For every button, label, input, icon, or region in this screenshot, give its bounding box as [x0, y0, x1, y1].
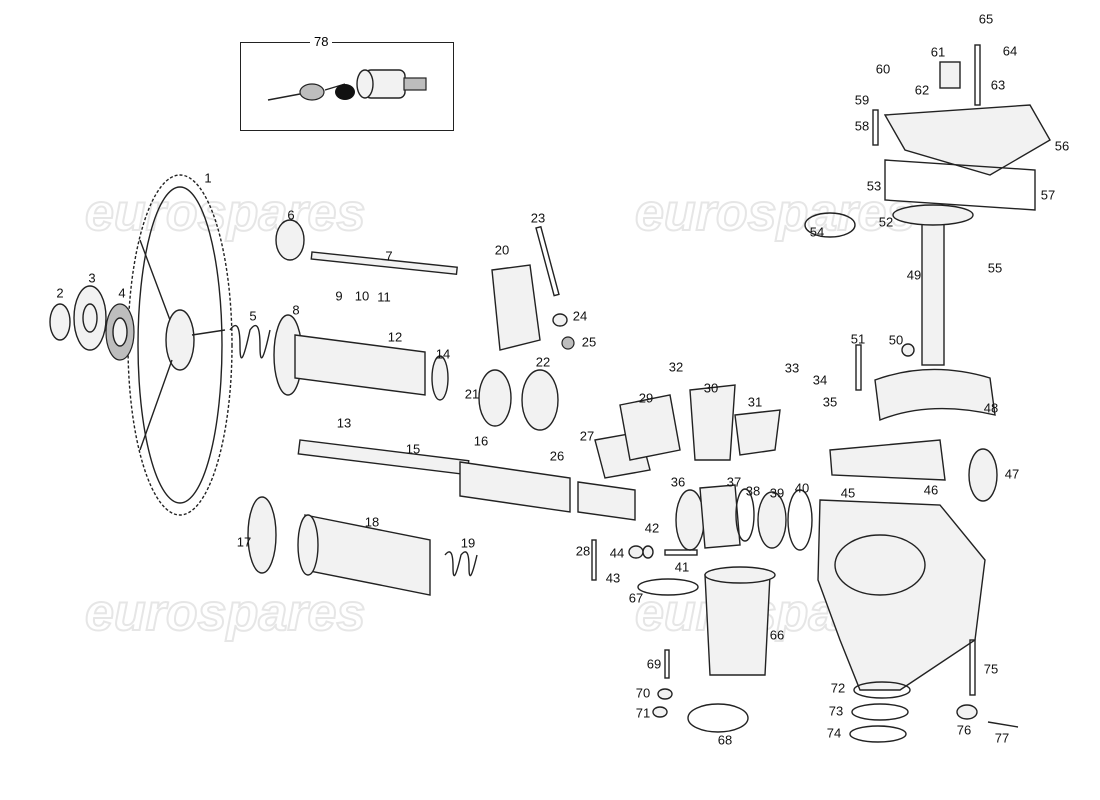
part-label-65: 65 [978, 11, 994, 27]
part-label-61: 61 [930, 44, 946, 60]
part-label-4: 4 [118, 285, 126, 301]
part-label-20: 20 [494, 242, 510, 258]
part-label-74: 74 [826, 725, 842, 741]
part-label-62: 62 [914, 82, 930, 98]
part-label-53: 53 [866, 178, 882, 194]
part-label-56: 56 [1054, 138, 1070, 154]
part-label-33: 33 [784, 360, 800, 376]
part-label-44: 44 [609, 545, 625, 561]
part-label-45: 45 [840, 485, 856, 501]
part-label-31: 31 [747, 394, 763, 410]
part-label-60: 60 [875, 61, 891, 77]
part-label-18: 18 [364, 514, 380, 530]
column-parts [229, 219, 571, 596]
steering-wheel-part [127, 174, 233, 516]
part-label-72: 72 [830, 680, 846, 696]
part-label-12: 12 [387, 329, 403, 345]
part-label-59: 59 [854, 92, 870, 108]
part-label-49: 49 [906, 267, 922, 283]
part-label-26: 26 [549, 448, 565, 464]
part-label-54: 54 [809, 224, 825, 240]
part-label-1: 1 [204, 170, 212, 186]
part-label-58: 58 [854, 118, 870, 134]
part-label-34: 34 [812, 372, 828, 388]
part-label-42: 42 [644, 520, 660, 536]
part-label-14: 14 [435, 346, 451, 362]
part-label-38: 38 [745, 483, 761, 499]
part-label-16: 16 [473, 433, 489, 449]
ignition-key-part [267, 69, 427, 101]
part-label-36: 36 [670, 474, 686, 490]
part-label-13: 13 [336, 415, 352, 431]
part-label-27: 27 [579, 428, 595, 444]
part-label-2: 2 [56, 285, 64, 301]
part-label-28: 28 [575, 543, 591, 559]
part-label-17: 17 [236, 534, 252, 550]
part-label-11: 11 [377, 289, 391, 305]
part-label-37: 37 [726, 474, 742, 490]
part-label-21: 21 [464, 386, 480, 402]
part-label-22: 22 [535, 354, 551, 370]
part-label-43: 43 [605, 570, 621, 586]
part-label-29: 29 [638, 390, 654, 406]
part-label-46: 46 [923, 482, 939, 498]
part-label-35: 35 [822, 394, 838, 410]
part-label-64: 64 [1002, 43, 1018, 59]
part-label-55: 55 [987, 260, 1003, 276]
part-label-5: 5 [249, 308, 257, 324]
part-label-47: 47 [1004, 466, 1020, 482]
ignition-key-inset [240, 42, 454, 131]
part-label-48: 48 [983, 400, 999, 416]
part-label-67: 67 [628, 590, 644, 606]
center-parts [478, 225, 651, 581]
part-label-71: 71 [635, 705, 651, 721]
part-label-40: 40 [794, 480, 810, 496]
part-label-41: 41 [674, 559, 690, 575]
part-label-8: 8 [292, 302, 300, 318]
part-label-19: 19 [460, 535, 476, 551]
part-label-76: 76 [956, 722, 972, 738]
part-label-23: 23 [530, 210, 546, 226]
part-label-25: 25 [581, 334, 597, 350]
part-label-50: 50 [888, 332, 904, 348]
svg-text:eurospares: eurospares [85, 184, 365, 242]
part-label-6: 6 [287, 207, 295, 223]
part-label-9: 9 [335, 288, 343, 304]
part-label-69: 69 [646, 656, 662, 672]
part-label-15: 15 [405, 441, 421, 457]
part-label-63: 63 [990, 77, 1006, 93]
part-label-24: 24 [572, 308, 588, 324]
part-label-52: 52 [878, 214, 894, 230]
part-label-68: 68 [717, 732, 733, 748]
part-label-66: 66 [769, 627, 785, 643]
part-label-7: 7 [385, 248, 393, 264]
part-label-30: 30 [703, 380, 719, 396]
svg-text:eurospares: eurospares [85, 584, 365, 642]
hub-parts [49, 285, 135, 361]
part-label-51: 51 [850, 331, 866, 347]
part-label-70: 70 [635, 685, 651, 701]
gearbox-parts [619, 44, 1051, 743]
part-label-3: 3 [88, 270, 96, 286]
svg-text:eurospares: eurospares [635, 184, 915, 242]
part-label-77: 77 [994, 730, 1010, 746]
part-label-57: 57 [1040, 187, 1056, 203]
part-label-10: 10 [354, 288, 370, 304]
part-label-39: 39 [769, 485, 785, 501]
part-label-75: 75 [983, 661, 999, 677]
part-label-73: 73 [828, 703, 844, 719]
inset-label: 78 [310, 34, 333, 49]
part-label-32: 32 [668, 359, 684, 375]
